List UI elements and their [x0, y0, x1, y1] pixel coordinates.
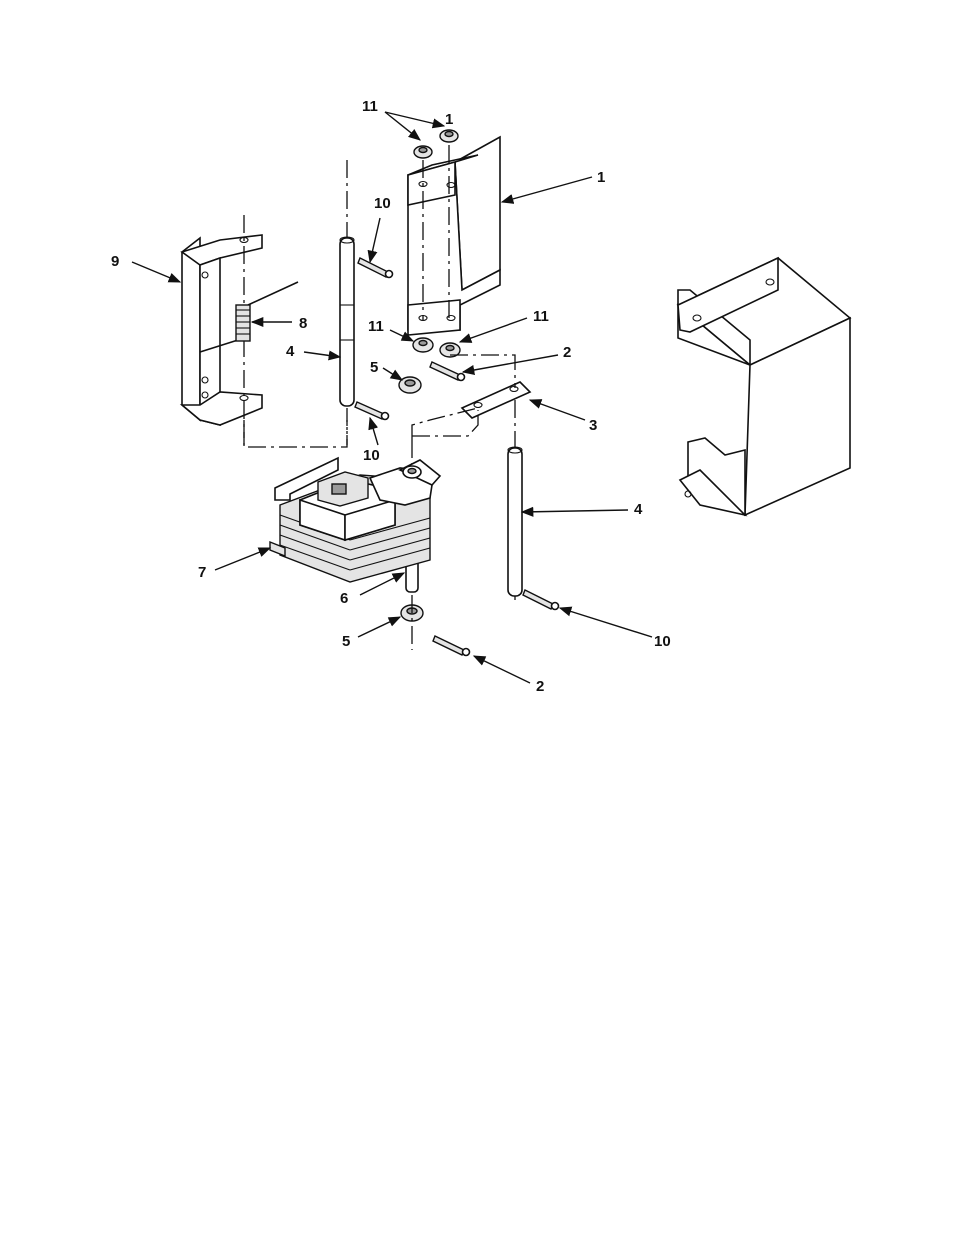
callout-10-upper: 10 — [374, 195, 391, 212]
callout-4-left: 4 — [286, 343, 295, 360]
callout-3: 3 — [589, 417, 597, 434]
callout-6: 6 — [340, 590, 348, 607]
cover-housing — [678, 258, 850, 515]
callout-7: 7 — [198, 564, 206, 581]
callout-11-top-left: 11 — [362, 98, 378, 115]
callout-2-lower: 2 — [536, 678, 544, 695]
callout-5-upper: 5 — [370, 359, 378, 376]
callout-10-lower: 10 — [363, 447, 380, 464]
part-1-bracket — [408, 137, 500, 335]
callout-2-upper: 2 — [563, 344, 571, 361]
assembly-lines — [244, 355, 515, 447]
part-7-solenoid — [270, 458, 440, 582]
part-4-pin-left — [340, 160, 354, 445]
callout-1: 1 — [597, 169, 605, 186]
callout-10-right: 10 — [654, 633, 671, 650]
part-3-link-plate — [462, 382, 530, 418]
part-2-pin-upper — [430, 362, 465, 381]
callout-5-lower: 5 — [342, 633, 350, 650]
callout-11-lower-left: 11 — [368, 318, 384, 335]
part-11-grommets-top — [414, 130, 458, 158]
part-10-cotter-lower — [355, 402, 389, 420]
callout-11-top-right: 1 — [445, 111, 453, 128]
callout-8: 8 — [299, 315, 307, 332]
callout-9: 9 — [111, 253, 119, 270]
part-2-pin-lower — [433, 636, 470, 656]
part-10-cotter-upper — [358, 258, 393, 278]
part-10-cotter-right — [523, 590, 559, 610]
callout-11-lower-right: 11 — [533, 308, 549, 325]
part-4-pin-right — [508, 400, 522, 600]
callout-4-right: 4 — [634, 501, 643, 518]
part-11-grommets-lower — [413, 338, 460, 357]
